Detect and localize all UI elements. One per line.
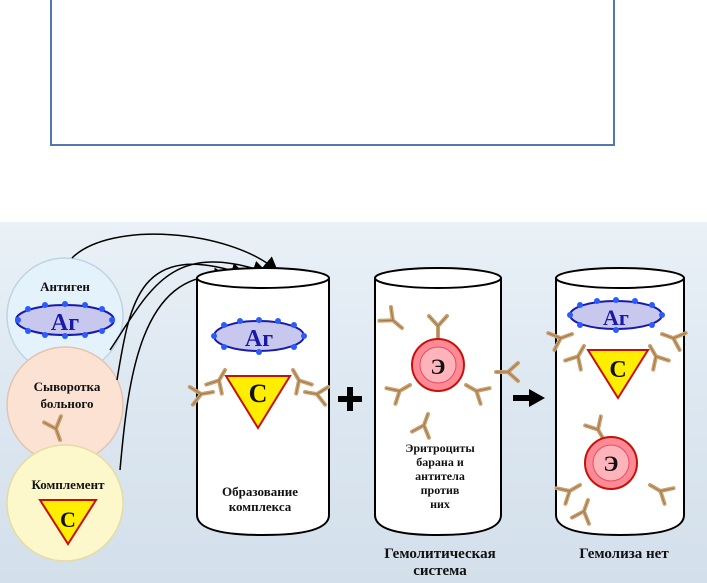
serum-label-line2: больного	[41, 396, 94, 411]
erythrocyte-symbol: Э	[431, 354, 446, 379]
antigen-circle: Антиген Аг	[6, 257, 124, 375]
erythrocyte-symbol: Э	[604, 451, 619, 476]
erythrocyte-icon	[411, 338, 465, 392]
serum-label-line1: Сыворотка	[34, 379, 101, 394]
antigen-symbol: Аг	[603, 305, 629, 330]
tube2-caption-line4: против	[421, 483, 460, 497]
arrow-right-icon	[513, 389, 545, 407]
antigen-symbol: Аг	[51, 310, 79, 336]
complement-symbol: С	[609, 357, 626, 383]
antigen-symbol: Аг	[245, 326, 273, 352]
antigen-ellipse-icon	[567, 297, 665, 333]
hemolytic-system-label-line1: Гемолитическая	[384, 546, 495, 562]
tube1-caption-line2: комплекса	[229, 499, 292, 514]
empty-text-box	[50, 0, 615, 146]
hemolytic-system-label-line2: система	[413, 563, 467, 579]
tube-no-hemolysis: Аг С Э	[546, 267, 688, 537]
no-hemolysis-label: Гемолиза нет	[579, 546, 669, 562]
tube1-caption-line1: Образование	[222, 484, 298, 499]
tube-hemolytic-system: Э Эритроциты барана и антитела против ни…	[374, 267, 520, 537]
tube2-caption-line1: Эритроциты	[405, 441, 475, 455]
tube2-caption-line2: барана и	[416, 455, 464, 469]
serum-circle: Сыворотка больного	[6, 346, 124, 464]
complement-label: Комплемент	[32, 477, 106, 492]
complement-symbol: С	[60, 507, 76, 532]
complement-circle: Комплемент С	[6, 444, 124, 562]
antigen-label: Антиген	[40, 279, 90, 294]
tube2-caption-line5: них	[430, 497, 450, 511]
plus-sign	[338, 387, 362, 411]
complement-triangle-icon	[224, 375, 292, 430]
complement-triangle-icon	[38, 499, 98, 546]
antigen-ellipse-icon	[211, 317, 307, 355]
antigen-ellipse-icon	[15, 301, 115, 339]
tube-complex-formation: Аг С Образование комплекса	[187, 267, 331, 537]
complement-symbol: С	[249, 379, 268, 408]
erythrocyte-icon	[584, 436, 638, 490]
complement-triangle-icon	[586, 349, 650, 400]
tube2-caption-line3: антитела	[415, 469, 465, 483]
